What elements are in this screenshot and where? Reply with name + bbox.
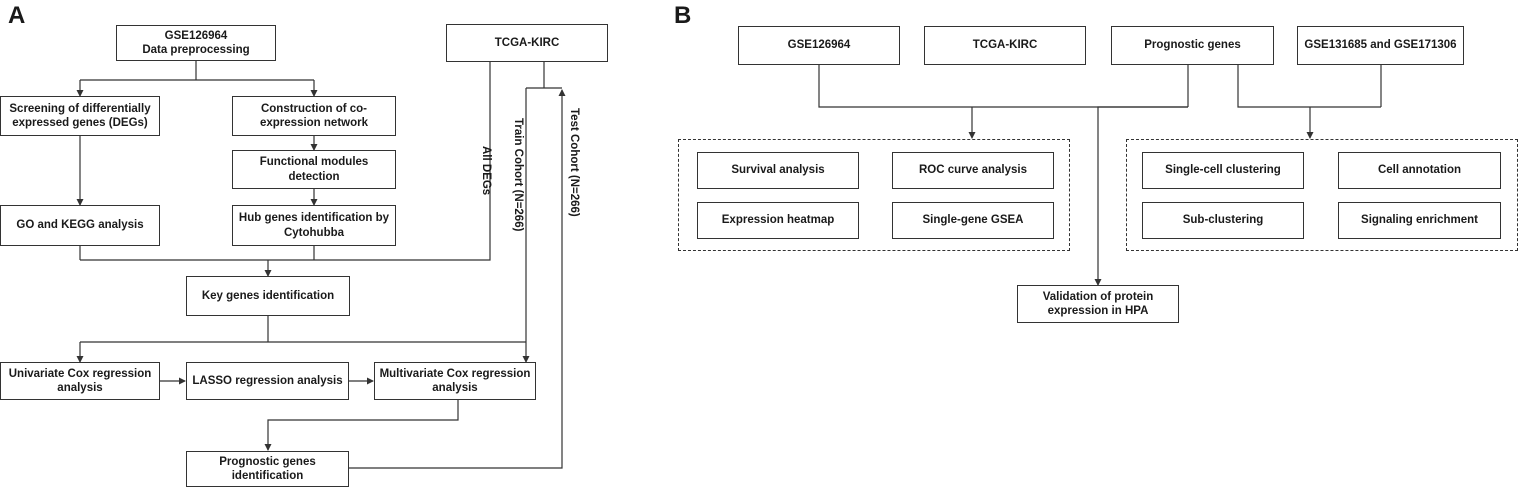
tcga-kirc-box-b: TCGA-KIRC — [924, 26, 1086, 65]
key-genes-box: Key genes identification — [186, 276, 350, 316]
connector — [1237, 65, 1381, 108]
single-gene-gsea-box: Single-gene GSEA — [892, 202, 1054, 239]
prognostic-genes-box: Prognostic genes — [1111, 26, 1274, 65]
survival-analysis-box: Survival analysis — [697, 152, 859, 189]
signaling-enrichment-box: Signaling enrichment — [1338, 202, 1501, 239]
tcga-kirc-box: TCGA-KIRC — [446, 24, 608, 62]
connector — [818, 65, 1188, 108]
single-cell-clustering-box: Single-cell clustering — [1142, 152, 1304, 189]
cell-annotation-box: Cell annotation — [1338, 152, 1501, 189]
panel-label-b: B — [674, 2, 692, 29]
arrow — [264, 400, 459, 451]
single-cell-analysis-group — [1126, 139, 1518, 251]
sub-clustering-box: Sub-clustering — [1142, 202, 1304, 239]
hpa-validation-box: Validation of protein expression in HPA — [1017, 285, 1179, 323]
clinical-analysis-group — [678, 139, 1070, 251]
expression-heatmap-box: Expression heatmap — [697, 202, 859, 239]
test-cohort-label: Test Cohort (N=266) — [568, 108, 580, 217]
train-cohort-label: Train Cohort (N=266) — [512, 118, 524, 232]
multivariate-cox-box: Multivariate Cox regression analysis — [374, 362, 536, 400]
hub-genes-box: Hub genes identification by Cytohubba — [232, 205, 396, 246]
arrow — [1094, 106, 1188, 286]
screening-degs-box: Screening of differentially expressed ge… — [0, 96, 160, 136]
roc-curve-box: ROC curve analysis — [892, 152, 1054, 189]
go-kegg-box: GO and KEGG analysis — [0, 205, 160, 246]
all-degs-label: All DEGs — [480, 146, 492, 196]
gse126964-box: GSE126964 — [738, 26, 900, 65]
coexpression-network-box: Construction of co- expression network — [232, 96, 396, 136]
lasso-box: LASSO regression analysis — [186, 362, 349, 400]
gse131685-gse171306-box: GSE131685 and GSE171306 — [1297, 26, 1464, 65]
univariate-cox-box: Univariate Cox regression analysis — [0, 362, 160, 400]
connector — [80, 62, 491, 261]
prognostic-genes-identification-box: Prognostic genes identification — [186, 451, 349, 487]
functional-modules-box: Functional modules detection — [232, 150, 396, 189]
panel-label-a: A — [8, 2, 26, 29]
arrow — [349, 89, 566, 469]
gse-preprocessing-box: GSE126964 Data preprocessing — [116, 25, 276, 61]
